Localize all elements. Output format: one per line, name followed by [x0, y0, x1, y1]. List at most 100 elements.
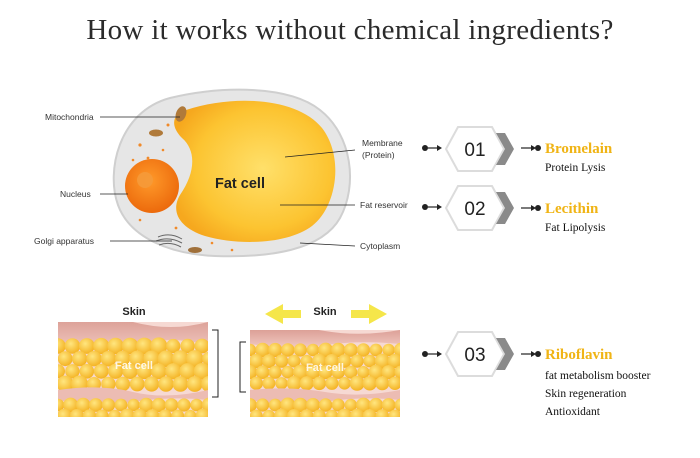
cell-center-label: Fat cell [215, 176, 265, 192]
cell-pointer-lines [100, 116, 356, 247]
skin-label: Skin [313, 306, 337, 318]
fat-bubble [121, 337, 139, 355]
fat-bubble [179, 363, 196, 380]
dot-arrow-icon [422, 145, 442, 151]
fat-bubble [69, 409, 84, 417]
fat-bubble [300, 354, 313, 368]
fat-bubble [250, 376, 263, 390]
fat-bubble [166, 338, 181, 354]
fat-bubble [368, 397, 384, 413]
fat-bubble [144, 376, 160, 392]
chevron-right-icon [496, 338, 514, 370]
fat-bubble [331, 342, 346, 358]
mitochondrion [149, 129, 163, 137]
cell-nucleus [125, 159, 179, 213]
skin-panel-left: Skin Fat cell [58, 306, 219, 417]
fat-bubble [138, 397, 154, 413]
fat-bubble [136, 363, 153, 380]
fat-bubble [201, 375, 208, 393]
fat-bubble [63, 397, 78, 413]
fat-bubble [127, 398, 140, 412]
fat-bubble [72, 351, 88, 367]
step-number: 02 [464, 199, 485, 220]
fat-bubble [108, 363, 124, 379]
golgi-apparatus [155, 234, 183, 248]
fat-bubble [150, 337, 168, 355]
step-01: 01 Bromelain Protein Lysis [422, 126, 613, 174]
fat-bubble [250, 409, 263, 417]
fat-bubble [165, 363, 182, 380]
ingredient-effect: Antioxidant [545, 406, 601, 418]
fat-bubble [292, 364, 308, 380]
arrow-left-icon [265, 304, 301, 324]
fat-bubble [312, 409, 326, 417]
fat-bubble [129, 376, 145, 392]
fat-bubble [172, 376, 189, 392]
fat-bubble [164, 398, 179, 412]
ingredient-effect: fat metabolism booster [545, 370, 651, 382]
fat-bubble [262, 354, 276, 368]
fat-bubble [76, 397, 91, 413]
mitochondrion [175, 106, 187, 122]
fat-bubble [190, 398, 203, 412]
fat-bubble [293, 343, 307, 357]
fat-bubble [171, 350, 189, 368]
membrane-label: Membrane [362, 138, 403, 148]
fat-bubble [122, 363, 138, 379]
fat-bubble [280, 397, 296, 413]
fat-bubble [114, 350, 131, 367]
fat-bubble [58, 408, 72, 417]
fat-bubble [115, 376, 131, 392]
fat-bubble [312, 376, 327, 391]
hexagon-badge [444, 331, 506, 377]
fat-bubble [268, 342, 283, 358]
fat-bubble [275, 377, 288, 390]
mitochondria-label: Mitochondria [45, 112, 94, 122]
fat-bubble [136, 337, 153, 355]
fat-bubble [119, 408, 135, 417]
fat-bubbles-lower [250, 397, 400, 417]
fat-bubble [356, 397, 371, 413]
fat-bubble [369, 343, 383, 357]
skin-layer [250, 330, 400, 348]
fat-bubble [101, 398, 116, 412]
fat-bubble [100, 350, 117, 367]
fat-bubble [201, 397, 208, 413]
fat-bubble [158, 409, 172, 417]
fat-bubble [262, 409, 276, 417]
fat-bubble [64, 338, 81, 354]
fat-bubble [325, 376, 339, 390]
fat-bubble [268, 398, 282, 412]
fat-bubble [193, 363, 208, 380]
fat-reservoir-label: Fat reservoir [360, 200, 408, 210]
fat-bubble [158, 376, 174, 392]
fat-bubble [58, 364, 65, 379]
ingredient-effect: Protein Lysis [545, 162, 606, 174]
fat-bubble [312, 353, 327, 369]
ingredient-effect: Fat Lipolysis [545, 222, 606, 234]
fat-bubble [202, 351, 208, 366]
fat-bubbles [58, 337, 208, 393]
fat-bubble [305, 365, 321, 380]
fat-bubble [343, 343, 358, 357]
fat-bubble [186, 376, 203, 392]
fat-bubble [255, 365, 270, 380]
fat-bubble [186, 350, 204, 368]
golgi-label: Golgi apparatus [34, 236, 94, 246]
fat-bubble [274, 408, 289, 417]
fat-bubble [58, 398, 65, 412]
fat-bubble [350, 354, 364, 368]
cytoplasm-label: Cytoplasm [360, 241, 400, 251]
fat-bubble [93, 363, 109, 379]
arrow-right-icon [351, 304, 387, 324]
fat-bubble [382, 343, 395, 357]
fat-bubble [299, 409, 314, 417]
fat-bubble [250, 398, 257, 412]
fat-bubble [375, 409, 390, 417]
fat-bubbles-lower [58, 397, 208, 417]
nucleolus [137, 172, 153, 188]
skin-label: Skin [122, 306, 146, 318]
fat-bubble [150, 363, 167, 380]
fat-bubble [306, 398, 320, 412]
fat-bubble [194, 338, 208, 354]
